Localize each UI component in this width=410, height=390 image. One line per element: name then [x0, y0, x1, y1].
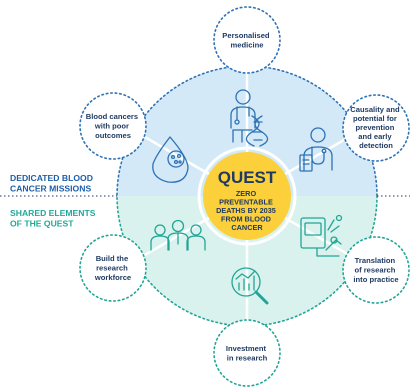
- svg-text:Investment in research: Investment in research: [226, 344, 268, 363]
- bubble-blood-cancers: Blood cancers with poor outcomes: [79, 92, 147, 160]
- svg-text:Blood cancers with poor: Blood cancers with poor outcomes: [86, 112, 140, 140]
- clinician-clipboard-icon: [299, 127, 333, 172]
- quest-subtitle: ZERO PREVENTABLE DEATHS BY 2035 FROM BLO…: [216, 189, 278, 232]
- microscope-cell-icon: [300, 214, 343, 257]
- bubble-translation-research: Translation of research into practice: [342, 236, 410, 304]
- missions-label: DEDICATED BLOOD CANCER MISSIONS: [10, 173, 95, 194]
- magnifier-chart-icon: [231, 267, 269, 305]
- bubble-build-workforce: Build the research workforce: [79, 234, 147, 302]
- bubble-investment-research: Investment in research: [213, 319, 281, 387]
- bubble-personalised-medicine: Personalised medicine: [213, 6, 281, 74]
- svg-text:Causality and potential: Causality and potential for prevention a…: [350, 105, 402, 150]
- quest-title: QUEST: [218, 168, 277, 187]
- bubble-causality-prevention: Causality and potential for prevention a…: [342, 94, 410, 162]
- quest-center-ring: [197, 146, 297, 246]
- shared-elements-label: SHARED ELEMENTS OF THE QUEST: [10, 208, 98, 229]
- svg-text:Translation of research: Translation of research into practice: [353, 256, 398, 284]
- svg-text:Personalised medicine: Personalised medicine: [222, 31, 271, 50]
- doctor-dna-icon: [230, 89, 269, 147]
- team-people-icon: [150, 219, 206, 251]
- svg-text:Build the research: Build the research workforce: [94, 254, 131, 282]
- quest-center-circle: [203, 152, 291, 240]
- blood-drop-cells-icon: [152, 136, 189, 183]
